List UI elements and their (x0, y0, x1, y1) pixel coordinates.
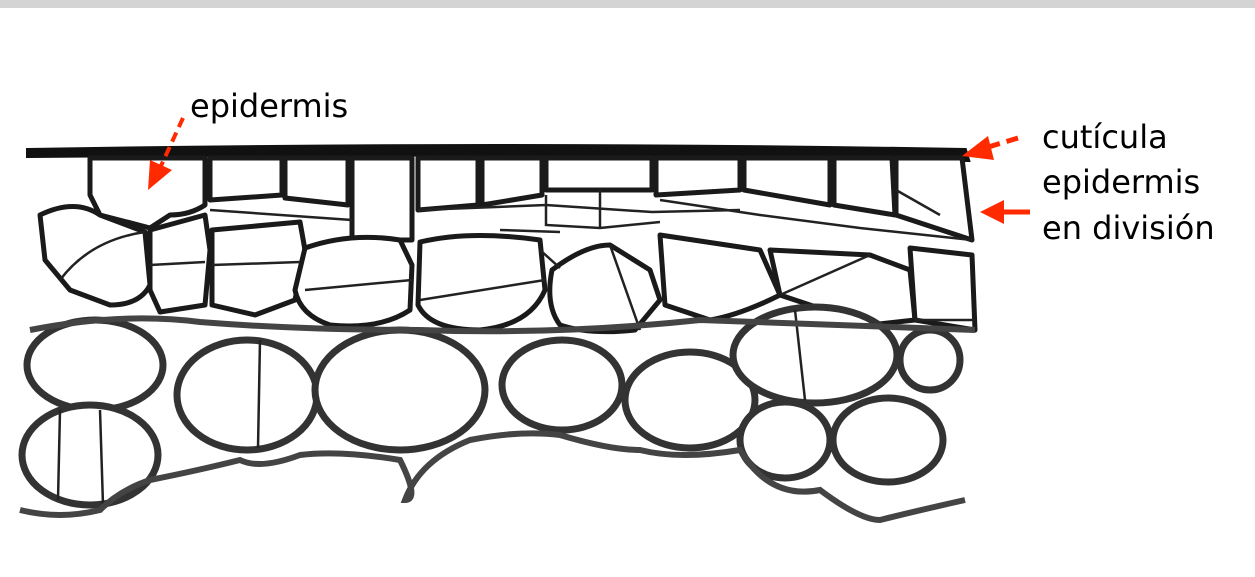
label-cuticula: cutícula (1042, 119, 1168, 155)
epidermis-division-arrow (980, 200, 1030, 224)
label-epidermis-division-line1: epidermis (1042, 164, 1200, 200)
label-epidermis-division-line2: en división (1042, 210, 1215, 246)
label-epidermis: epidermis (190, 88, 348, 124)
cuticula-arrow (962, 136, 1018, 160)
